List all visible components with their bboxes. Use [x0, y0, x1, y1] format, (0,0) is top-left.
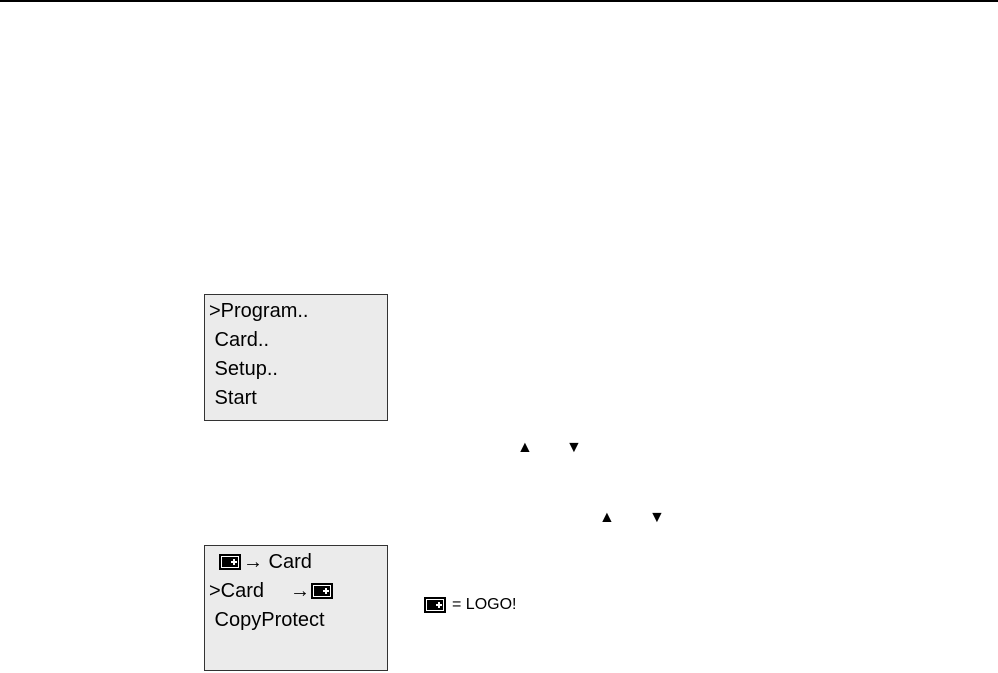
logo-module-icon: [424, 597, 446, 613]
card-menu-line-card-to-logo: >Card →: [209, 579, 334, 603]
card-to-logo-arrow: →: [290, 580, 311, 602]
menu-item-card: Card..: [209, 329, 270, 351]
legend-text: = LOGO!: [452, 596, 517, 613]
logo-module-icon: [311, 583, 334, 599]
menu-item-setup: Setup..: [209, 358, 278, 380]
menu-item-program: >Program..: [209, 300, 309, 322]
down-arrow-icon: ▼: [566, 439, 582, 456]
menu-item-copyprotect: CopyProtect: [209, 609, 325, 631]
menu-item-start: Start: [209, 387, 257, 409]
up-arrow-icon: ▲: [599, 509, 615, 526]
logo-module-icon: [219, 554, 241, 570]
top-rule: [0, 0, 998, 2]
logo-legend: = LOGO!: [424, 595, 516, 615]
card-menu-display: → Card >Card → CopyProtect: [204, 545, 388, 671]
logo-to-card-text: → Card: [243, 551, 312, 573]
main-menu-display: >Program.. Card.. Setup.. Start: [204, 294, 388, 421]
up-arrow-icon: ▲: [517, 439, 533, 456]
card-menu-line-logo-to-card: → Card: [219, 550, 312, 574]
card-to-logo-text: >Card: [209, 580, 265, 602]
down-arrow-icon: ▼: [649, 509, 665, 526]
